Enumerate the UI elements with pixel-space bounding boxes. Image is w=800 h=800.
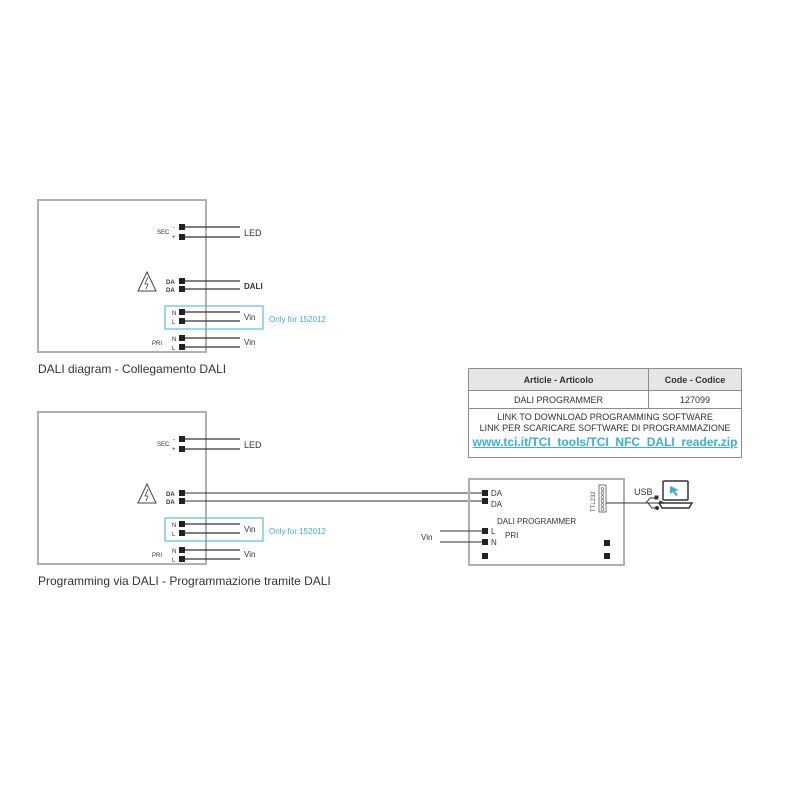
warning-icon — [137, 482, 157, 504]
header-article: Article - Articolo — [469, 369, 649, 390]
da1-label: DA — [166, 280, 175, 286]
sec-plus: + — [172, 235, 176, 241]
driver-box — [37, 411, 207, 565]
dali-programmer: DA DA DALI PROGRAMMER L N PRI Vin TTL232… — [421, 478, 694, 566]
n-label: N — [172, 311, 176, 317]
n-label: N — [172, 523, 176, 529]
programmer-title: DALI PROGRAMMER — [497, 517, 576, 526]
article-cell: DALI PROGRAMMER — [469, 391, 649, 408]
vin-label: Vin — [244, 550, 255, 559]
pri-n-terminal — [179, 547, 185, 553]
only-for-note: Only for 152012 — [269, 527, 326, 536]
programmer-n-terminal — [482, 539, 488, 545]
sec-plus: + — [172, 447, 176, 453]
programmer-da2-label: DA — [491, 500, 503, 509]
da1-terminal — [179, 490, 185, 496]
download-link-section: LINK TO DOWNLOAD PROGRAMMING SOFTWARE LI… — [469, 409, 741, 459]
programming-diagram: SEC - + LED DA DA N L Vin Only for 15201… — [37, 411, 482, 565]
corner-terminal-right-1 — [604, 540, 610, 546]
driver-box — [37, 199, 207, 353]
programmer-da1-label: DA — [491, 489, 503, 498]
pri-l-label: L — [172, 558, 176, 564]
vin-label: Vin — [244, 338, 255, 347]
programmer-da1-terminal — [482, 490, 488, 496]
dali-diagram-caption: DALI diagram - Collegamento DALI — [38, 362, 227, 376]
download-text-en: LINK TO DOWNLOAD PROGRAMMING SOFTWARE — [497, 412, 713, 422]
table-header-row: Article - Articolo Code - Codice — [469, 369, 741, 391]
sec-minus-terminal — [179, 436, 185, 442]
sec-minus-terminal — [179, 224, 185, 230]
ttl232-pins — [600, 487, 605, 511]
sec-minus: - — [173, 225, 175, 231]
pri-l-label: L — [172, 346, 176, 352]
ttl232-label: TTL232 — [591, 491, 597, 512]
pri-l-terminal — [179, 344, 185, 350]
pri-n-label: N — [172, 549, 176, 555]
programmer-n-label: N — [491, 538, 497, 547]
l-label: L — [172, 320, 176, 326]
pri-label: PRI — [152, 553, 162, 559]
code-cell: 127099 — [679, 394, 711, 405]
da2-label: DA — [166, 500, 175, 506]
programmer-pri-label: PRI — [505, 531, 518, 540]
led-label: LED — [244, 228, 262, 238]
dali-diagram: SEC - + LED DA DA DALI N L Vin Only for … — [37, 199, 326, 353]
download-url-link[interactable]: www.tci.it/TCI_tools/TCI_NFC_DALI_reader… — [472, 435, 738, 449]
l-terminal — [179, 530, 185, 536]
l-label: L — [172, 532, 176, 538]
corner-terminal-right-2 — [604, 553, 610, 559]
sec-plus-terminal — [179, 446, 185, 452]
header-code: Code - Codice — [664, 374, 726, 385]
pri-label: PRI — [152, 341, 162, 347]
pri-l-terminal — [179, 556, 185, 562]
sec-label: SEC — [157, 230, 170, 236]
programmer-da2-terminal — [482, 498, 488, 504]
table-row: DALI PROGRAMMER 127099 — [469, 391, 741, 409]
laptop-icon — [657, 480, 694, 509]
da2-terminal — [179, 286, 185, 292]
programmer-vin-label: Vin — [421, 533, 432, 542]
n-terminal — [179, 521, 185, 527]
corner-terminal-bottom-left — [482, 553, 488, 559]
optional-vin-box — [164, 305, 264, 330]
programmer-l-terminal — [482, 528, 488, 534]
vin-box-label: Vin — [244, 313, 255, 322]
warning-icon — [137, 270, 157, 292]
dali-label: DALI — [244, 282, 263, 291]
info-table: Article - Articolo Code - Codice DALI PR… — [468, 368, 742, 458]
da2-label: DA — [166, 288, 175, 294]
da2-terminal — [179, 498, 185, 504]
led-label: LED — [244, 440, 262, 450]
programmer-l-label: L — [491, 527, 496, 536]
programming-diagram-caption: Programming via DALI - Programmazione tr… — [38, 574, 331, 588]
vin-box-label: Vin — [244, 525, 255, 534]
da1-terminal — [179, 278, 185, 284]
l-terminal — [179, 318, 185, 324]
only-for-note: Only for 152012 — [269, 315, 326, 324]
pri-n-terminal — [179, 335, 185, 341]
sec-label: SEC — [157, 442, 170, 448]
da1-label: DA — [166, 492, 175, 498]
n-terminal — [179, 309, 185, 315]
sec-minus: - — [173, 437, 175, 443]
optional-vin-box — [164, 517, 264, 542]
pri-n-label: N — [172, 337, 176, 343]
usb-label: USB — [634, 487, 653, 497]
sec-plus-terminal — [179, 234, 185, 240]
programmer-box — [468, 478, 625, 566]
download-text-it: LINK PER SCARICARE SOFTWARE DI PROGRAMMA… — [479, 423, 731, 433]
